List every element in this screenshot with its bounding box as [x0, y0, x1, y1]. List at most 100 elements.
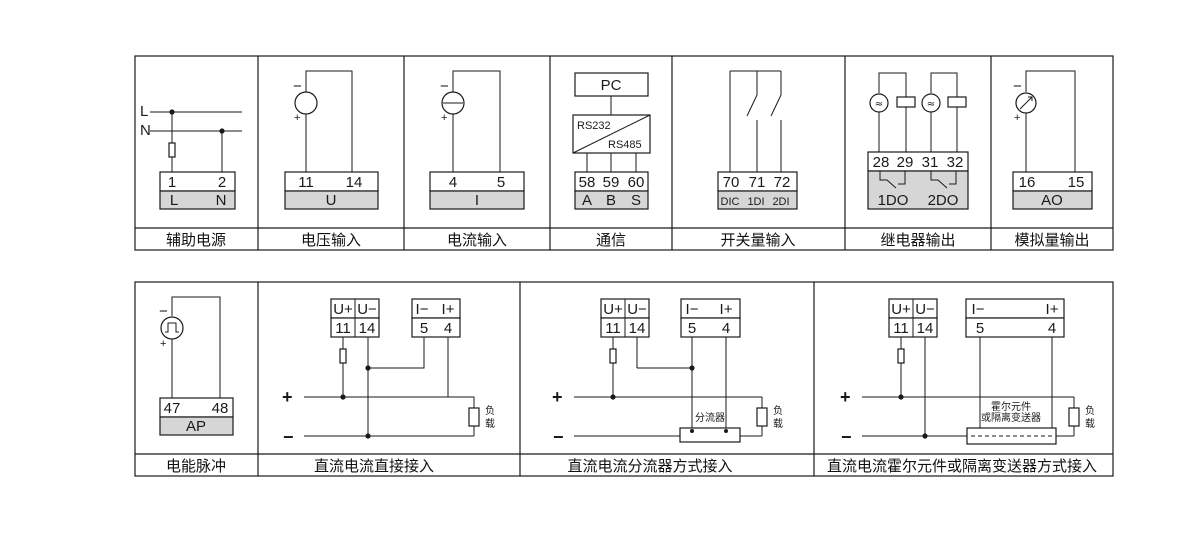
fuse-icon: [609, 348, 617, 364]
terminal-number: 1: [168, 174, 176, 191]
u-plus-label: U+: [603, 301, 623, 318]
load-label: 载: [1085, 418, 1095, 430]
current-input-diagram: − + 4 5 I: [429, 70, 525, 210]
terminal-number: 5: [688, 320, 696, 337]
load-icon: [468, 407, 480, 427]
terminal-number: 14: [629, 320, 646, 337]
caption-dc-direct: 直流电流直接接入: [314, 457, 434, 475]
i-minus-label: I−: [972, 301, 985, 318]
row2-frame: [134, 281, 1114, 477]
u-plus-label: U+: [891, 301, 911, 318]
minus-terminal-sign: −: [841, 427, 852, 447]
junction-dot: [898, 394, 904, 400]
terminal-number: 14: [346, 174, 363, 191]
caption-current-input: 电流输入: [447, 231, 507, 249]
terminal-number: 4: [1048, 320, 1056, 337]
row1-frame: [134, 55, 1114, 251]
i-plus-label: I+: [442, 301, 455, 318]
terminal-label: S: [631, 192, 641, 209]
minus-sign: −: [159, 303, 168, 320]
plus-sign: +: [441, 112, 447, 124]
terminal-number: 59: [603, 174, 620, 191]
terminal-label: L: [170, 192, 178, 209]
load-label: 负: [1085, 404, 1095, 417]
i-plus-label: I+: [720, 301, 733, 318]
i-minus-label: I−: [686, 301, 699, 318]
terminal-label: B: [606, 192, 616, 209]
fuse-icon: [897, 348, 905, 364]
terminal-number: 60: [628, 174, 645, 191]
caption-dc-shunt: 直流电流分流器方式接入: [567, 457, 732, 475]
terminal-number: 31: [922, 154, 939, 171]
relay-contact-icon: [930, 171, 948, 189]
u-plus-label: U+: [333, 301, 353, 318]
switch-contact-icon: [770, 94, 782, 117]
shunt-label: 分流器: [695, 411, 725, 424]
junction-dot: [689, 365, 695, 371]
comms-diagram: PC RS232 RS485 58 59 60 A B S: [572, 72, 651, 210]
terminal-number: 4: [722, 320, 730, 337]
terminal-label: 2DO: [928, 192, 959, 209]
plus-terminal-sign: +: [282, 387, 293, 407]
caption-comms: 通信: [596, 231, 626, 249]
pulse-diagram: − + 47 48 AP: [159, 296, 234, 436]
relay-contact-icon: [879, 171, 897, 189]
caption-voltage-input: 电压输入: [301, 231, 361, 249]
terminal-number: 11: [298, 174, 314, 191]
fuse-icon: [168, 142, 176, 158]
i-terminal-block: [411, 317, 461, 338]
plus-sign: +: [160, 338, 166, 350]
caption-dc-hall: 直流电流霍尔元件或隔离变送器方式接入: [827, 457, 1097, 475]
minus-sign: −: [440, 78, 449, 95]
terminal-number: 72: [774, 174, 791, 191]
terminal-label-block: [159, 416, 234, 436]
hall-label: 霍尔元件: [991, 400, 1031, 413]
i-terminal-block: [965, 317, 1065, 338]
load-label: 负: [773, 404, 783, 417]
hall-label: 或隔离变送器: [981, 411, 1041, 424]
voltage-source-icon: [294, 91, 318, 115]
terminal-number: 11: [893, 320, 909, 337]
terminal-label: AP: [186, 418, 206, 435]
terminal-number: 32: [947, 154, 964, 171]
plus-terminal-sign: +: [840, 387, 851, 407]
row1-captions: 辅助电源 电压输入 电流输入 通信 开关量输入 继电器输出 模拟量输出: [166, 231, 1090, 249]
terminal-number: 5: [497, 174, 505, 191]
fuse-icon: [339, 348, 347, 364]
caption-aux-power: 辅助电源: [166, 231, 226, 249]
junction-dot: [365, 433, 371, 439]
plus-sign: +: [294, 112, 300, 124]
load-icon: [756, 407, 768, 427]
tilde-glyph: ≈: [875, 99, 883, 110]
dc-direct-diagram: U+ U− 11 14 I− I+ 5 4 + − 负 载: [282, 298, 495, 447]
junction-dot: [724, 429, 728, 433]
caption-analog-output: 模拟量输出: [1014, 231, 1089, 249]
load-icon: [947, 96, 967, 108]
rs232-label: RS232: [577, 120, 611, 132]
i-minus-label: I−: [416, 301, 429, 318]
terminal-number: 2: [218, 174, 226, 191]
terminal-number: 15: [1068, 174, 1085, 191]
i-plus-label: I+: [1046, 301, 1059, 318]
terminal-label-block: [429, 190, 525, 210]
caption-switch-input: 开关量输入: [720, 231, 795, 249]
i-terminal-block: [680, 317, 741, 338]
terminal-number: 70: [723, 174, 740, 191]
dc-shunt-diagram: U+ U− 11 14 I− I+ 5 4 + − 分流器 负 载: [552, 298, 783, 447]
analog-output-diagram: − + 16 15 AO: [1012, 70, 1093, 210]
terminal-number: 4: [449, 174, 457, 191]
plus-terminal-sign: +: [552, 387, 563, 407]
line-label-n: N: [140, 122, 151, 139]
terminal-label-block: [1012, 190, 1093, 210]
switch-input-diagram: 70 71 72 DIC 1DI 2DI: [717, 70, 798, 210]
minus-terminal-sign: −: [553, 427, 564, 447]
terminal-number: 5: [976, 320, 984, 337]
dc-hall-diagram: U+ U− 11 14 I− I+ 5 4 + − 霍尔元件 或隔离变送器 负 …: [840, 298, 1095, 447]
terminal-label-block: [717, 190, 798, 210]
terminal-number: 28: [873, 154, 890, 171]
row2-captions: 电能脉冲 直流电流直接接入 直流电流分流器方式接入 直流电流霍尔元件或隔离变送器…: [166, 457, 1097, 475]
relay-contact-block: [867, 170, 969, 210]
relay-output-diagram: ≈ ≈ 28 29 31 32 1DO 2DO: [867, 72, 969, 210]
terminal-label-block: [159, 190, 236, 210]
